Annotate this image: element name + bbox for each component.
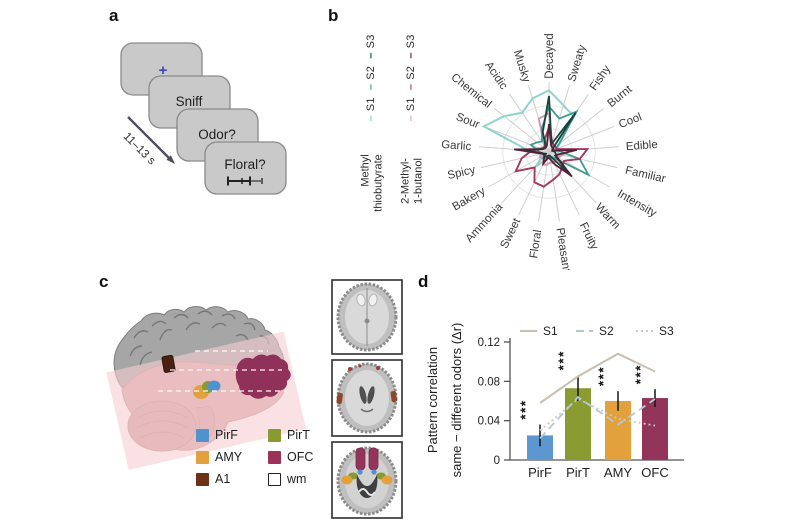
radar-axis-label: Fishy <box>588 63 614 93</box>
radar-axis-label: Acidic <box>482 60 509 92</box>
panel-d-label: d <box>418 272 429 291</box>
radar-axis-label: Chemical <box>448 71 493 110</box>
radar-axis-label: Floral <box>528 229 544 259</box>
time-arrow-icon <box>127 116 175 164</box>
legend-label-ofc: OFC <box>287 450 314 464</box>
legend-swatch-wm <box>268 472 281 486</box>
rating-scale-icon <box>227 176 263 186</box>
roi-ofc <box>235 354 291 399</box>
legend-swatch-ofc <box>268 450 281 464</box>
radar-axis-label: Familiar <box>624 165 667 186</box>
axial-slice-inferior <box>331 441 403 519</box>
x-category-label: PirT <box>566 465 590 480</box>
trial-duration: 11–13 s <box>121 130 158 167</box>
session-line-s2 <box>539 395 656 440</box>
odor-label: Odor? <box>198 127 236 142</box>
radar-axis-label: Edible <box>625 139 658 153</box>
legend-swatch-amy <box>196 450 209 464</box>
radar-spoke <box>548 125 615 153</box>
legend-label-s2: S2 <box>599 324 614 338</box>
radar-axis-label: Sweaty <box>566 43 589 83</box>
radar-spoke <box>501 151 550 204</box>
sagittal-brain-roi-map <box>106 306 307 470</box>
x-category-label: AMY <box>604 465 633 480</box>
roi-ofc-left <box>355 447 366 471</box>
task-schematic: + Sniff Odor? Floral? 11–13 s <box>120 42 287 195</box>
radar-axis-label: Pleasant <box>553 227 572 270</box>
panel-c-label: c <box>99 272 109 291</box>
radar-axis-label: Warm <box>593 201 622 231</box>
panel-b-label: b <box>328 6 339 25</box>
radar-axis-label: Musky <box>511 49 532 85</box>
roi-pirf <box>207 380 221 392</box>
roi-a1-left <box>336 392 343 405</box>
legend-label-s1: S1 <box>543 324 558 338</box>
radar-spoke <box>548 151 597 204</box>
legend-label-a1: A1 <box>215 472 231 486</box>
radar-axis-label: Sour <box>454 111 481 131</box>
significance-stars: *** <box>518 399 533 419</box>
sniff-label: Sniff <box>176 94 203 109</box>
radar-spoke <box>480 151 550 169</box>
legend-swatch-pirf <box>196 428 209 442</box>
radar-axis-label: Bakery <box>450 185 487 213</box>
radar-axis-label: Decayed <box>544 33 556 78</box>
legend-swatch-a1 <box>196 472 209 486</box>
session-line-s3 <box>539 397 656 432</box>
legend-label-s3: S3 <box>659 324 674 338</box>
roi-amy-left <box>341 475 353 485</box>
x-category-label: OFC <box>641 465 668 480</box>
bar-ofc <box>642 398 668 460</box>
session-line-s1 <box>539 352 656 404</box>
legend-label-pirf: PirF <box>215 428 238 442</box>
radar-axis-label: Fruity <box>577 221 600 252</box>
roi-ofc-right <box>368 447 379 471</box>
y-axis-label-line1: Pattern correlation <box>425 347 440 453</box>
y-axis-label-line2: same − different odors (Δr) <box>449 323 464 478</box>
radar-axis-label: Garlic <box>441 139 472 153</box>
roi-a1-right <box>390 390 398 403</box>
radar-spoke <box>548 151 560 222</box>
radar-axis-label: Sweet <box>499 216 524 251</box>
slice-level-lines <box>158 350 286 392</box>
bar-amy <box>605 401 631 460</box>
axial-slice-superior <box>331 279 403 355</box>
legend-label-pirt: PirT <box>287 428 310 442</box>
axial-slice-mid <box>331 359 403 437</box>
roi-legend: PirF PirT AMY OFC A1 wm <box>196 424 329 490</box>
radar-axis-label: Intensity <box>615 188 658 220</box>
roi-amy-right <box>381 475 393 485</box>
radar-series <box>513 123 578 176</box>
roi-a1 <box>161 354 176 373</box>
radar-axis-label: Ammonia <box>464 201 506 245</box>
radar-axis-label: Cool <box>617 111 643 131</box>
y-tick-label: 0.04 <box>478 416 501 428</box>
fixation-cross: + <box>159 62 168 79</box>
floral-label: Floral? <box>224 157 265 172</box>
radar-axis-label: Burnt <box>606 83 636 110</box>
significance-stars: *** <box>556 350 571 370</box>
gyri-texture <box>129 310 270 367</box>
x-category-label: PirF <box>528 465 552 480</box>
y-tick-label: 0.08 <box>478 376 500 388</box>
legend-label-wm: wm <box>287 472 307 486</box>
roi-pirf-left <box>357 469 363 475</box>
y-tick-label: 0.12 <box>478 337 500 349</box>
significance-stars: *** <box>596 366 611 386</box>
roi-pirf-right <box>371 469 377 475</box>
legend-label-amy: AMY <box>215 450 243 464</box>
y-tick-label: 0 <box>494 455 500 467</box>
panel-a-label: a <box>109 6 119 25</box>
significance-stars: *** <box>633 364 648 384</box>
legend-swatch-pirt <box>268 428 281 442</box>
screen-card-floral <box>204 141 287 195</box>
radar-axis-label: Spicy <box>446 164 476 182</box>
